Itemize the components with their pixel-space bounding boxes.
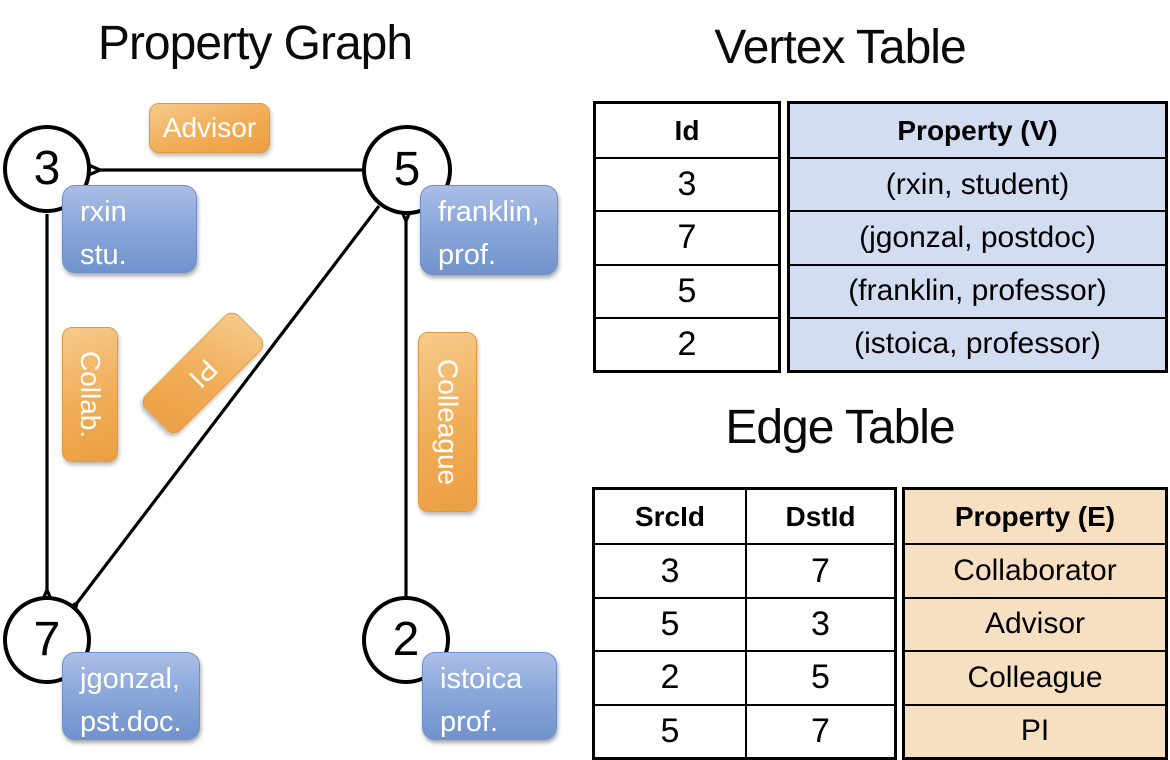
vertex-table-property-cell: (franklin, professor): [790, 263, 1165, 317]
node-3-id: 3: [33, 142, 61, 195]
edge-table-dst-cell: 7: [745, 543, 894, 597]
edge-label-colleague: Colleague: [418, 332, 477, 512]
graph-node-2: 2: [362, 596, 450, 684]
edge-label-advisor: Advisor: [149, 103, 270, 153]
edge-table-property-column: Property (E) Collaborator Advisor Collea…: [902, 487, 1168, 760]
node-2-id: 2: [392, 613, 420, 666]
vertex-property-box-5: franklin, prof.: [420, 185, 558, 275]
vertex-property-box-3: rxin stu.: [62, 185, 197, 273]
vertex-table-id-header: Id: [674, 114, 700, 146]
vertex-property-line: pst.doc.: [80, 706, 182, 738]
vertex-property-line: jgonzal,: [80, 663, 180, 695]
edge-table-id-columns: SrcId DstId 3 7 5 3 2 5 5 7: [592, 487, 897, 760]
vertex-table-id-cell: 2: [596, 316, 778, 370]
vertex-table-property-header: Property (V): [897, 114, 1058, 146]
edge-table-dst-header: DstId: [745, 490, 894, 544]
node-5-id: 5: [393, 143, 421, 196]
vertex-property-line: prof.: [438, 239, 497, 271]
edge-table-property-header: Property (E): [954, 500, 1116, 532]
edge-table-property-cell: PI: [905, 703, 1165, 757]
vertex-table-id-cell: 3: [596, 157, 778, 210]
graph-edges-layer: [0, 0, 585, 760]
edge-table-src-cell: 5: [595, 596, 745, 650]
vertex-table-property-cell: (rxin, student): [790, 157, 1165, 210]
edge-table-property-cell: Advisor: [905, 596, 1165, 650]
vertex-table-property-cell: (istoica, professor): [790, 316, 1165, 370]
edge-table-title: Edge Table: [725, 401, 955, 454]
property-graph-title: Property Graph: [97, 17, 413, 70]
edge-table-src-cell: 5: [595, 703, 745, 757]
edge-table-dst-cell: 3: [745, 596, 894, 651]
vertex-property-line: franklin,: [438, 196, 540, 228]
edge-table-dst-cell: 7: [745, 703, 894, 757]
node-7-id: 7: [33, 613, 61, 666]
edge-table-src-cell: 3: [595, 543, 745, 596]
edge-table-property-cell: Colleague: [905, 650, 1165, 703]
vertex-table-id-cell: 7: [596, 210, 778, 263]
vertex-table-title: Vertex Table: [714, 21, 966, 74]
vertex-property-box-7: jgonzal, pst.doc.: [62, 652, 200, 740]
graph-node-5: 5: [362, 125, 452, 215]
vertex-property-line: istoica: [440, 663, 523, 695]
edge-pi-arrow: [77, 205, 381, 603]
vertex-property-line: stu.: [80, 239, 127, 271]
vertex-property-line: rxin: [80, 196, 127, 228]
vertex-table-id-cell: 5: [596, 263, 778, 317]
edge-table-src-header: SrcId: [634, 500, 706, 532]
edge-table-dst-cell: 5: [745, 650, 894, 704]
vertex-property-line: prof.: [440, 706, 499, 738]
vertex-property-box-2: istoica prof.: [422, 652, 557, 740]
edge-table-property-cell: Collaborator: [905, 543, 1165, 596]
edge-label-collab: Collab.: [62, 327, 118, 462]
edge-table-src-cell: 2: [595, 650, 745, 703]
vertex-table-id-column: Id 3 7 5 2: [593, 101, 781, 373]
vertex-table-property-column: Property (V) (rxin, student) (jgonzal, p…: [787, 101, 1168, 373]
vertex-table-property-cell: (jgonzal, postdoc): [790, 210, 1165, 263]
